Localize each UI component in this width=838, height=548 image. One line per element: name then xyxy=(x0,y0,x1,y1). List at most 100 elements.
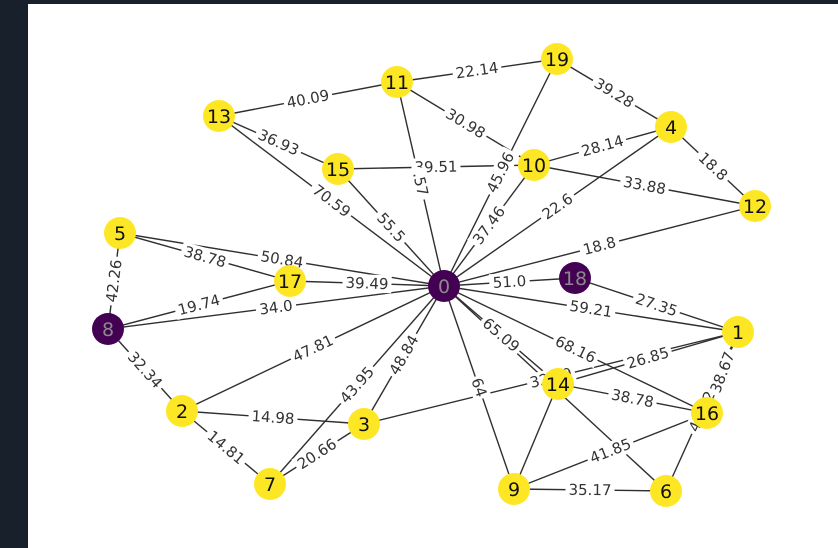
edge-label-background xyxy=(577,232,622,260)
edge-label-background xyxy=(606,384,659,413)
edge-label-background xyxy=(439,103,492,144)
edge-weight-text: 38.78 xyxy=(182,243,228,272)
edge-label-17-0: 39.49 xyxy=(342,273,392,294)
edge-label-0-14: 65.09 xyxy=(476,312,526,358)
node-label: 0 xyxy=(438,276,450,298)
edge-label-4-0: 22.6 xyxy=(535,187,580,226)
node-circle xyxy=(542,368,574,400)
edge-weight-text: 47.81 xyxy=(290,331,337,366)
node-circle xyxy=(559,262,591,294)
edge-label-10-12: 33.88 xyxy=(618,172,671,199)
node-2: 2 xyxy=(166,395,198,427)
edge-label-14-1: 26.85 xyxy=(621,342,675,374)
edge-label-8-0: 34.0 xyxy=(254,296,298,319)
edge-label-2-7: 14.81 xyxy=(201,424,251,471)
edge-weight-text: 14.81 xyxy=(204,427,249,468)
node-label: 4 xyxy=(665,117,677,139)
node-10: 10 xyxy=(518,149,550,181)
edge-weight-text: 36.93 xyxy=(255,126,302,160)
node-14: 14 xyxy=(542,368,574,400)
edge-label-5-8: 42.26 xyxy=(102,255,126,307)
edge-weight-text: 35.17 xyxy=(568,481,611,500)
node-circle xyxy=(691,397,723,429)
edge-label-background xyxy=(252,124,305,161)
node-label: 3 xyxy=(358,414,370,436)
edge-label-11-0: .57 xyxy=(408,166,433,202)
edge-label-background xyxy=(565,480,615,500)
node-label: 14 xyxy=(546,374,570,396)
edge-label-background xyxy=(588,72,640,114)
edge-label-background xyxy=(287,329,339,368)
edge-weight-text: .57 xyxy=(409,170,432,197)
edge-label-background xyxy=(102,255,126,307)
node-4: 4 xyxy=(655,111,687,143)
network-graph: 40.0922.1439.2818.830.9845.9628.1433.883… xyxy=(92,43,771,507)
edge-label-3-0: 48.84 xyxy=(383,329,425,381)
edge-label-background xyxy=(467,200,511,251)
node-3: 3 xyxy=(348,408,380,440)
edge-label-7-0: 43.95 xyxy=(334,360,380,410)
edge-label-11-19: 22.14 xyxy=(451,58,503,83)
node-label: 6 xyxy=(660,481,672,503)
edge-label-background xyxy=(576,130,629,162)
edge-label-12-0: 18.8 xyxy=(577,232,622,260)
edge-14-9 xyxy=(513,383,559,490)
edge-weight-text: 45.96 xyxy=(483,149,518,195)
edge-label-background xyxy=(481,146,520,199)
node-1: 1 xyxy=(722,316,754,348)
edge-labels-layer: 40.0922.1439.2818.830.9845.9628.1433.883… xyxy=(102,58,740,500)
edge-label-7-3: 20.66 xyxy=(291,433,343,475)
edge-label-background xyxy=(692,146,734,187)
edge-label-background xyxy=(342,273,392,294)
edge-label-background xyxy=(549,330,602,369)
edge-label-13-0: 70.59 xyxy=(306,179,357,223)
edge-weight-text: 70.59 xyxy=(309,181,354,221)
edge-weight-text: 14.98 xyxy=(251,407,295,428)
edge-label-background xyxy=(282,85,334,113)
edge-label-background xyxy=(466,373,492,402)
edge-weight-text: 27.35 xyxy=(633,290,679,321)
edge-weight-text: 20.66 xyxy=(294,435,340,473)
node-label: 2 xyxy=(176,401,188,423)
edge-label-background xyxy=(173,290,225,320)
node-9: 9 xyxy=(498,473,530,505)
node-label: 18 xyxy=(563,268,587,290)
edge-label-background xyxy=(705,346,740,399)
edge-label-2-3: 14.98 xyxy=(247,406,299,429)
edge-weight-text: 64 xyxy=(467,376,490,400)
edge-label-background xyxy=(451,58,503,83)
edge-label-background xyxy=(630,288,683,322)
node-8: 8 xyxy=(92,313,124,345)
node-label: 1 xyxy=(732,322,744,344)
edge-weight-text: 43.95 xyxy=(336,363,378,407)
node-label: 10 xyxy=(522,155,546,177)
node-label: 9 xyxy=(508,479,520,501)
edge-weight-text: 59.21 xyxy=(568,297,613,321)
edge-label-background xyxy=(488,271,531,293)
edge-label-background xyxy=(306,179,357,223)
edge-label-0-9: 64 xyxy=(466,373,492,402)
node-6: 6 xyxy=(650,475,682,507)
node-15: 15 xyxy=(322,153,354,185)
edge-label-0-1: 59.21 xyxy=(565,296,617,322)
edge-label-13-11: 40.09 xyxy=(282,85,334,113)
edge-label-background xyxy=(291,433,343,475)
node-11: 11 xyxy=(381,66,413,98)
edge-label-background xyxy=(584,433,637,469)
edge-label-19-0: 45.96 xyxy=(481,146,520,199)
edge-weight-text: 39.49 xyxy=(345,274,389,293)
edge-label-background xyxy=(383,329,425,381)
edge-label-background xyxy=(254,296,298,319)
edge-weight-text: 48.84 xyxy=(385,332,422,378)
node-17: 17 xyxy=(274,265,306,297)
node-circle xyxy=(739,190,771,222)
node-label: 7 xyxy=(264,474,276,496)
edge-weight-text: 34.0 xyxy=(258,296,293,318)
node-label: 5 xyxy=(114,223,126,245)
edge-label-background xyxy=(247,406,299,429)
node-label: 16 xyxy=(695,403,719,425)
node-circle xyxy=(381,66,413,98)
node-circle xyxy=(274,265,306,297)
